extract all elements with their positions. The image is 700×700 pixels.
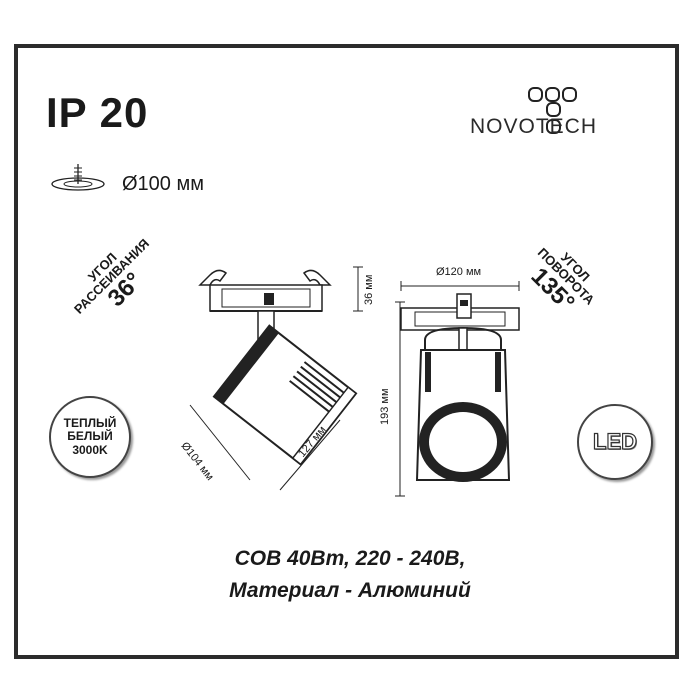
mount-height-label: 36 мм bbox=[363, 274, 375, 305]
color-temperature-badge: ТЕПЛЫЙ БЕЛЫЙ 3000K bbox=[49, 396, 131, 478]
badge-line3: 3000K bbox=[72, 442, 108, 457]
badge-line1: ТЕПЛЫЙ bbox=[63, 415, 117, 430]
led-badge: LED bbox=[577, 404, 653, 480]
spec-power-voltage: COB 40Вт, 220 - 240В, bbox=[234, 547, 466, 570]
cutout-diameter: Ø100 мм bbox=[122, 173, 204, 195]
cutout-icon bbox=[51, 164, 105, 191]
spec-material: Материал - Алюминий bbox=[229, 579, 471, 602]
novotech-logo-icon bbox=[528, 87, 577, 134]
ip-rating: IP 20 bbox=[46, 89, 149, 136]
side-view-drawing bbox=[189, 269, 358, 491]
brand-name: NOVOTECH bbox=[470, 115, 598, 138]
mount-height-dimension bbox=[353, 266, 363, 312]
total-height-dimension bbox=[395, 301, 405, 497]
badge-line2: БЕЛЫЙ bbox=[67, 429, 113, 444]
spec-sheet-frame bbox=[14, 44, 679, 659]
top-width-label: Ø120 мм bbox=[436, 266, 482, 278]
front-view-drawing bbox=[400, 281, 520, 482]
total-height-label: 193 мм bbox=[379, 388, 391, 425]
